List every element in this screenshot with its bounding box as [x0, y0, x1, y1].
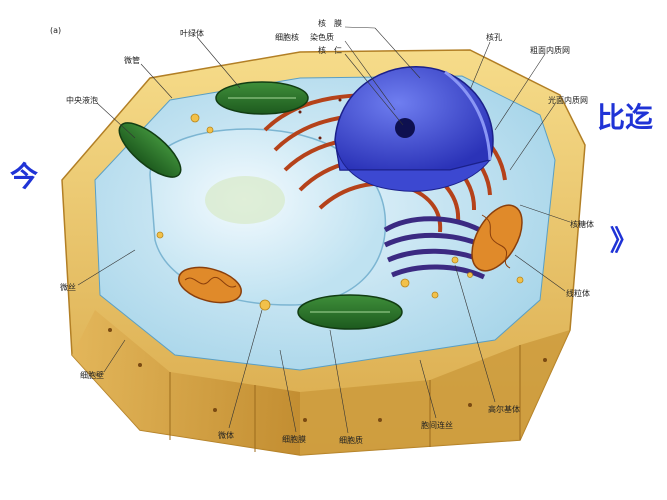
- label-smooth-er: 光面内质网: [548, 95, 588, 105]
- label-nucleolus: 核 仁: [318, 45, 342, 55]
- chloroplast-left: [118, 122, 182, 178]
- label-nuclear-pore: 核孔: [486, 32, 502, 42]
- label-golgi: 高尔基体: [488, 404, 520, 414]
- label-ribosome: 核糖体: [570, 219, 594, 229]
- label-central-vacuole: 中央液泡: [66, 95, 98, 105]
- mitochondrion-right: [471, 204, 523, 272]
- central-vacuole: [149, 128, 387, 306]
- overlay-text-left: 今: [10, 160, 38, 193]
- panel-mark: (a): [50, 26, 61, 35]
- mitochondrion-left: [178, 266, 242, 304]
- plasmodesmata: [108, 328, 547, 422]
- overlay-text-right-mid: 》: [610, 224, 638, 257]
- chloroplast-bottom: [297, 294, 403, 330]
- label-plasmodesma: 胞间连丝: [421, 420, 453, 430]
- label-microbody: 微体: [218, 430, 234, 440]
- label-microtubule: 微管: [124, 55, 140, 65]
- label-microfilament: 微丝: [60, 282, 76, 292]
- label-nucleus: 细胞核: [275, 32, 299, 42]
- label-rough-er: 粗面内质网: [530, 45, 570, 55]
- label-mitochondrion: 线粒体: [566, 288, 590, 298]
- label-chloroplast: 叶绿体: [180, 28, 204, 38]
- chloroplast-top: [215, 81, 309, 115]
- label-cell-wall: 细胞壁: [80, 370, 104, 380]
- label-nuclear-envelope: 核 膜: [318, 18, 342, 28]
- overlay-text-right-top: 比迄: [597, 101, 653, 134]
- nucleus: [334, 66, 494, 192]
- leader-lines: [77, 26, 571, 434]
- label-cytoplasm: 细胞质: [339, 435, 363, 445]
- label-cell-membrane: 细胞膜: [282, 434, 306, 444]
- label-chromatin: 染色质: [310, 32, 334, 42]
- microbodies: [156, 113, 524, 311]
